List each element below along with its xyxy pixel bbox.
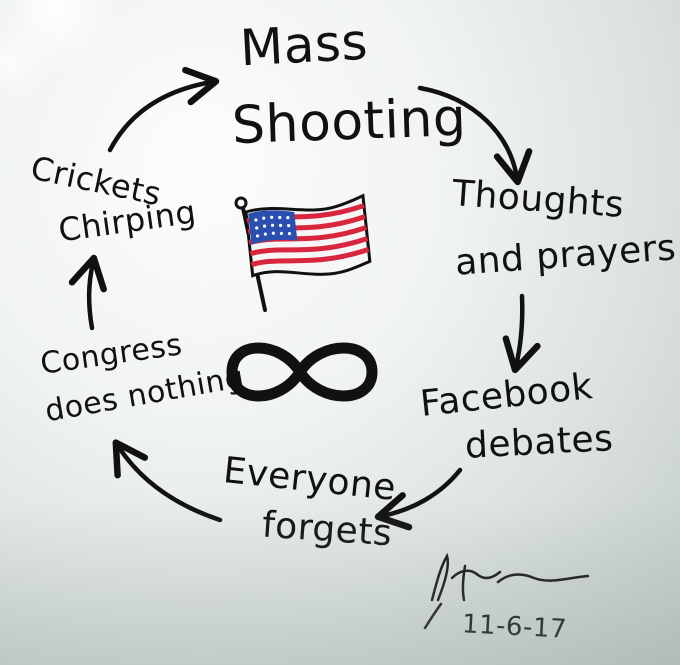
step-mass-label: Mass — [238, 12, 370, 78]
arrow-crickets-to-shooting — [107, 66, 220, 153]
step-debates-label: debates — [464, 418, 615, 467]
signature-date: 11-6-17 — [461, 609, 568, 645]
american-flag-icon — [234, 193, 372, 312]
arrow-congress-to-crickets — [68, 254, 107, 331]
infinity-icon — [226, 342, 378, 402]
arrow-forgets-to-congress — [112, 439, 223, 523]
step-forgets-label: forgets — [260, 504, 394, 555]
arrow-prayers-to-facebook — [502, 293, 541, 374]
step-shooting-label: Shooting — [231, 87, 468, 157]
